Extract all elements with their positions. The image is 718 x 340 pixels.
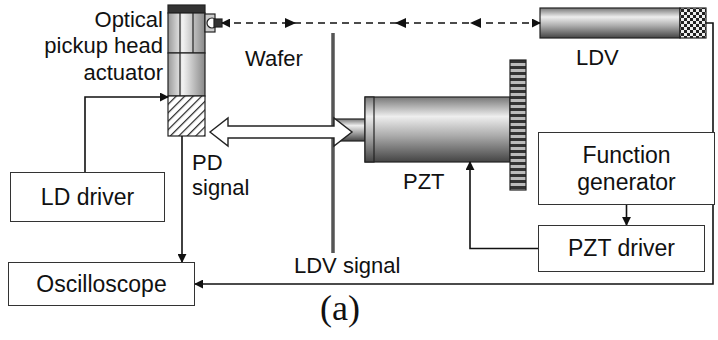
motion-double-arrow: [210, 118, 352, 146]
pickup-actuator: Optical pickup head actuator: [168, 5, 222, 136]
figure-tag: (a): [318, 288, 362, 329]
signal-arrow: [470, 162, 538, 249]
process-box: LD driver: [10, 172, 165, 222]
part-label: LDV: [576, 45, 619, 71]
process-box: PZT driver: [538, 225, 705, 272]
process-box: Oscilloscope: [8, 262, 195, 306]
process-box: Function generator: [538, 132, 715, 205]
box-label: Oscilloscope: [30, 271, 172, 297]
pickup-actuator-drawing: [168, 5, 222, 136]
part-label: PZT: [403, 169, 445, 195]
box-label: Function generator: [539, 142, 714, 195]
ldv-head-drawing: [540, 8, 706, 38]
part-label: Wafer: [243, 46, 305, 71]
signal-arrow: [181, 136, 183, 262]
signal-label: PD signal: [190, 150, 266, 201]
box-label: LD driver: [35, 184, 140, 210]
box-label: PZT driver: [562, 235, 681, 261]
laser-beam: [222, 22, 540, 24]
ldv-head: LDV: [540, 8, 706, 38]
signal-arrow: [626, 205, 628, 225]
part-label: Optical pickup head actuator: [28, 7, 163, 86]
signal-arrow: [195, 23, 713, 284]
signal-arrow: [85, 97, 168, 172]
signal-label: LDV signal: [292, 253, 402, 278]
pzt-actuator: PZT: [365, 97, 510, 162]
